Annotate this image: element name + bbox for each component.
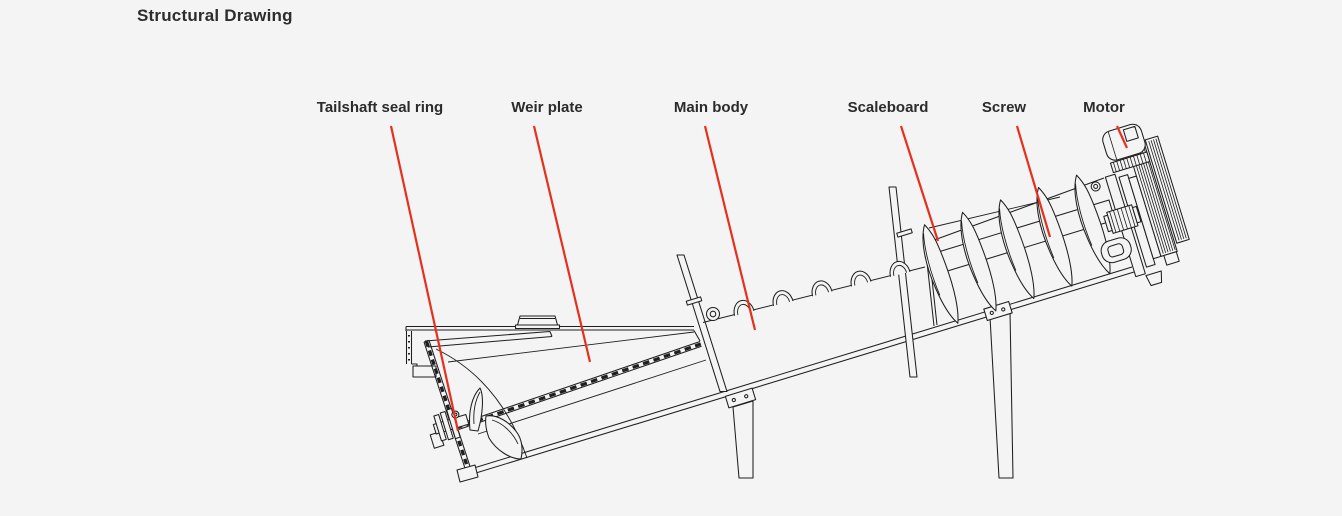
support-posts	[677, 187, 917, 392]
inspection-port	[1099, 235, 1134, 265]
leader-lines	[391, 126, 1127, 431]
leg-right	[990, 311, 1013, 478]
label-main-body: Main body	[673, 99, 749, 116]
weir-plate-edge	[425, 332, 552, 348]
screw-flight	[954, 210, 1002, 315]
post-left	[677, 255, 727, 392]
covered-screw-section	[703, 259, 925, 322]
screw-flight	[916, 222, 964, 327]
leader-motor	[1117, 126, 1127, 148]
label-weir-plate: Weir plate	[511, 99, 583, 116]
trough-rim-stitched	[455, 342, 702, 431]
motor-mount-ribs	[1110, 152, 1149, 173]
leader-scaleboard	[901, 126, 938, 241]
label-motor: Motor	[1083, 99, 1125, 116]
support-legs	[725, 301, 1013, 478]
tank	[406, 316, 700, 377]
lifting-eye	[1090, 181, 1101, 192]
leader-weir-plate	[534, 126, 590, 362]
leader-tailshaft-seal-ring	[391, 126, 458, 431]
leader-screw	[1017, 126, 1050, 237]
tail-flange	[424, 340, 473, 476]
exposed-screw	[916, 172, 1116, 326]
label-scaleboard: Scaleboard	[847, 99, 929, 116]
page-title: Structural Drawing	[137, 6, 293, 25]
screw-flight	[992, 197, 1040, 302]
label-screw: Screw	[981, 99, 1027, 116]
second-fin-stack	[1145, 136, 1189, 243]
feed-box	[516, 316, 560, 329]
screw-flight	[1030, 185, 1078, 290]
leader-main-body	[705, 126, 755, 330]
label-tailshaft-seal-ring: Tailshaft seal ring	[316, 99, 444, 116]
drive-head-assembly	[1068, 118, 1199, 297]
shaft-coupling	[1103, 204, 1142, 235]
tail-spiral-blades	[469, 388, 522, 459]
post-right	[889, 187, 917, 377]
leg-left	[733, 401, 753, 478]
tailshaft-seal-assembly	[425, 405, 473, 448]
